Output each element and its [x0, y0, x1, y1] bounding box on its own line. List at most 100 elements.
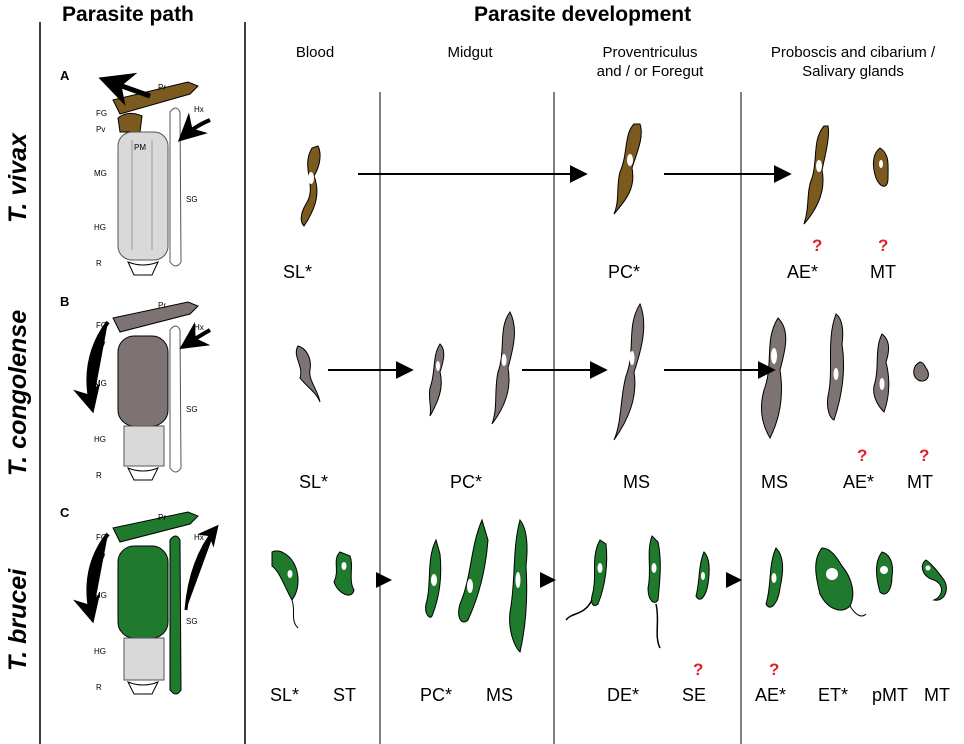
question-mark-c-ae: ? [769, 660, 780, 679]
parasite-c-mt [921, 559, 947, 601]
parasite-b-ms [613, 302, 645, 441]
svg-text:Hx: Hx [194, 533, 204, 542]
panel-letter-c: C [60, 505, 70, 520]
label-c-et: ET* [818, 685, 849, 705]
label-a-ae: AE* [787, 262, 819, 282]
svg-text:FG: FG [96, 109, 107, 118]
parasite-c-ae [765, 547, 784, 608]
svg-text:PM: PM [134, 143, 146, 152]
fly-diagram-b-labels: Pr FG Hx Pv MG SG HG R [94, 301, 204, 480]
header-parasite-path: Parasite path [62, 3, 194, 26]
parasite-c-st [333, 551, 355, 596]
stage-proboscis-line2: Salivary glands [802, 63, 904, 80]
svg-text:Hx: Hx [194, 323, 204, 332]
parasite-c-sl [271, 550, 299, 629]
parasite-c-se [695, 551, 710, 600]
label-c-ae: AE* [755, 685, 787, 705]
svg-text:Pv: Pv [96, 339, 105, 348]
label-c-ms: MS [486, 685, 513, 705]
species-label-c: T. brucei [4, 568, 32, 672]
label-c-st: ST [333, 685, 357, 705]
arrowhead-c-prov-to-prob [726, 572, 742, 588]
parasite-b-ae2 [873, 333, 890, 413]
parasite-c-pc1 [425, 538, 442, 618]
label-b-ms2: MS [761, 472, 788, 492]
svg-text:HG: HG [94, 647, 106, 656]
parasite-c-pmt [876, 551, 893, 595]
parasite-b-sl [295, 345, 321, 403]
fly-diagram-c [72, 511, 219, 695]
svg-text:HG: HG [94, 435, 106, 444]
panel-letter-a: A [60, 68, 70, 83]
label-a-pc: PC* [608, 262, 641, 282]
label-c-se: SE [682, 685, 707, 705]
fly-diagram-c-labels: Pr FG Hx Pv MG SG HG R [94, 513, 204, 692]
svg-text:R: R [96, 471, 102, 480]
parasite-c-de2 [647, 535, 661, 649]
fly-diagram-b [72, 301, 211, 481]
label-c-mt: MT [924, 685, 950, 705]
parasite-a-sl [300, 145, 321, 227]
fly-diagram-a [98, 72, 211, 276]
parasite-a-ae [803, 125, 829, 225]
svg-text:SG: SG [186, 195, 198, 204]
svg-text:MG: MG [94, 591, 107, 600]
parasite-b-ae [827, 313, 845, 421]
stage-proventriculus-line2: and / or Foregut [596, 63, 704, 80]
svg-text:Hx: Hx [194, 105, 204, 114]
parasite-c-et [815, 547, 867, 617]
parasite-b-ms2 [761, 317, 787, 440]
label-c-sl: SL* [270, 685, 300, 705]
species-label-a: T. vivax [4, 133, 32, 223]
parasite-c-ms [509, 518, 528, 653]
svg-text:Pr: Pr [158, 301, 166, 310]
parasite-b-mt [913, 361, 929, 382]
stage-proboscis: Proboscis and cibarium / Salivary glands [748, 43, 958, 81]
stage-blood: Blood [295, 44, 335, 61]
label-c-pmt: pMT [872, 685, 908, 705]
label-a-sl: SL* [283, 262, 313, 282]
fly-diagram-a-labels: Pr FG Hx Pv PM MG SG HG R [94, 83, 204, 268]
question-mark-a-ae: ? [812, 236, 823, 255]
arrowhead-c-blood-to-midgut [376, 572, 392, 588]
svg-text:SG: SG [186, 617, 198, 626]
label-b-ae: AE* [843, 472, 875, 492]
svg-text:SG: SG [186, 405, 198, 414]
stage-proboscis-line1: Proboscis and cibarium / [770, 44, 936, 61]
parasite-c-de1 [565, 539, 608, 621]
svg-text:Pr: Pr [158, 513, 166, 522]
header-parasite-development: Parasite development [474, 3, 692, 26]
svg-text:FG: FG [96, 321, 107, 330]
svg-text:MG: MG [94, 379, 107, 388]
arrowhead-c-midgut-to-prov [540, 572, 556, 588]
parasite-c-pc2 [458, 518, 489, 623]
label-b-ms: MS [623, 472, 650, 492]
species-label-b: T. congolense [4, 309, 32, 477]
stage-midgut: Midgut [447, 44, 493, 61]
svg-text:R: R [96, 259, 102, 268]
parasite-a-pc [613, 123, 642, 215]
label-a-mt: MT [870, 262, 896, 282]
svg-text:HG: HG [94, 223, 106, 232]
svg-text:FG: FG [96, 533, 107, 542]
parasite-b-pc2 [491, 311, 515, 425]
question-mark-a-mt: ? [878, 236, 889, 255]
svg-text:Pr: Pr [158, 83, 166, 92]
stage-proventriculus: Proventriculus and / or Foregut [565, 43, 735, 81]
parasite-a-mt [872, 147, 889, 187]
label-b-pc: PC* [450, 472, 483, 492]
question-mark-b-mt: ? [919, 446, 930, 465]
svg-text:Pv: Pv [96, 125, 105, 134]
label-b-mt: MT [907, 472, 933, 492]
question-mark-c-se: ? [693, 660, 704, 679]
svg-text:Pv: Pv [96, 551, 105, 560]
panel-letter-b: B [60, 294, 70, 309]
stage-proventriculus-line1: Proventriculus [602, 44, 698, 61]
parasite-b-pc1 [428, 343, 445, 417]
label-b-sl: SL* [299, 472, 329, 492]
label-c-de: DE* [607, 685, 640, 705]
svg-text:R: R [96, 683, 102, 692]
label-c-pc: PC* [420, 685, 453, 705]
question-mark-b-ae: ? [857, 446, 868, 465]
